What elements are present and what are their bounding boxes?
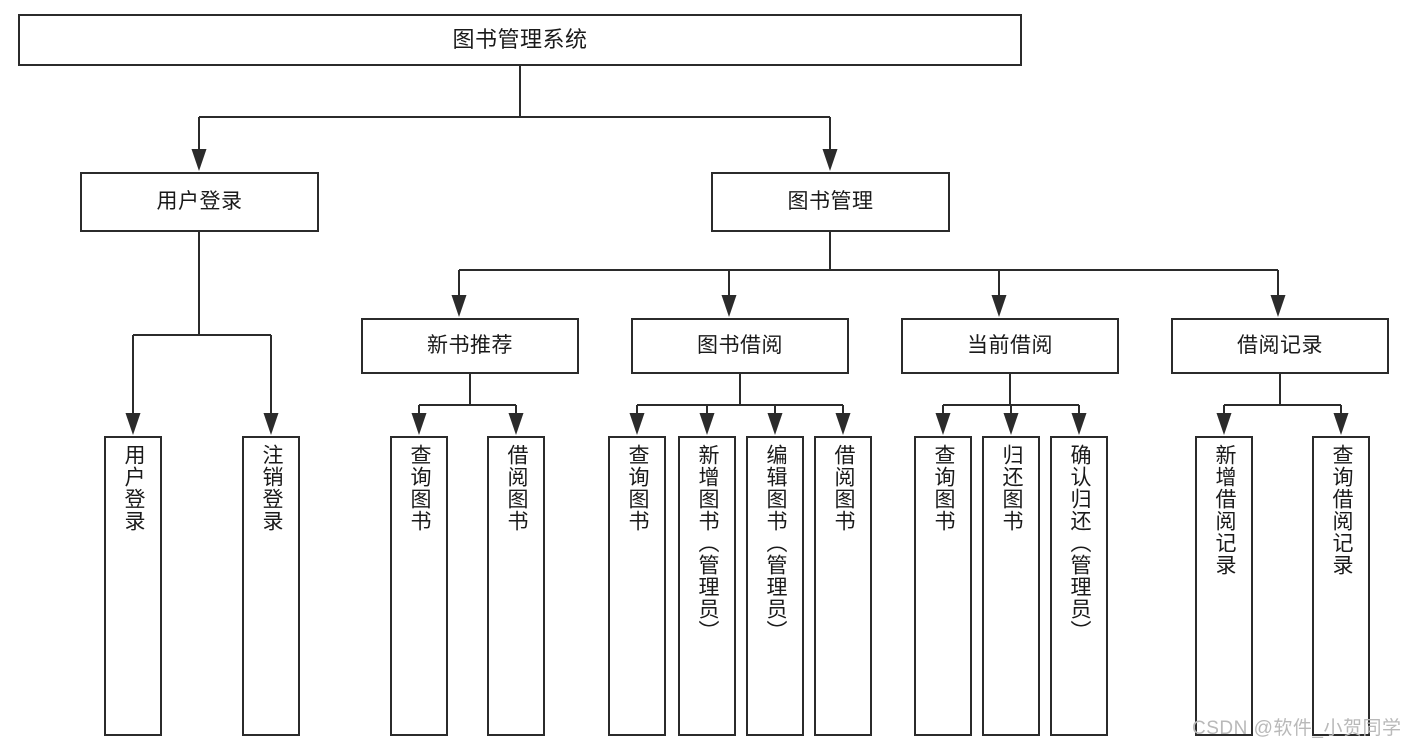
node-leaf-query-book-1[interactable]: 查询图书 bbox=[390, 436, 448, 736]
node-leaf-query-book-1-label: 查询图书 bbox=[408, 444, 432, 532]
node-leaf-add-record[interactable]: 新增借阅记录 bbox=[1195, 436, 1253, 736]
node-leaf-add-record-label: 新增借阅记录 bbox=[1213, 444, 1237, 576]
node-leaf-edit-book[interactable]: 编辑图书（管理员） bbox=[746, 436, 804, 736]
node-leaf-confirm-return[interactable]: 确认归还（管理员） bbox=[1050, 436, 1108, 736]
node-leaf-query-record-label: 查询借阅记录 bbox=[1330, 444, 1354, 576]
node-current-borrow-label: 当前借阅 bbox=[967, 333, 1053, 357]
node-leaf-user-logout[interactable]: 注销登录 bbox=[242, 436, 300, 736]
csdn-watermark: CSDN @软件_小贺同学 bbox=[1192, 718, 1402, 739]
node-leaf-add-book[interactable]: 新增图书（管理员） bbox=[678, 436, 736, 736]
node-book-borrow[interactable]: 图书借阅 bbox=[631, 318, 849, 374]
node-leaf-query-book-2[interactable]: 查询图书 bbox=[608, 436, 666, 736]
node-borrow-record-label: 借阅记录 bbox=[1237, 333, 1323, 357]
node-leaf-confirm-return-label: 确认归还（管理员） bbox=[1068, 444, 1092, 642]
node-leaf-query-book-3-label: 查询图书 bbox=[932, 444, 956, 532]
node-leaf-user-login[interactable]: 用户登录 bbox=[104, 436, 162, 736]
node-root-label: 图书管理系统 bbox=[452, 27, 588, 53]
node-leaf-query-book-2-label: 查询图书 bbox=[626, 444, 650, 532]
node-leaf-query-book-3[interactable]: 查询图书 bbox=[914, 436, 972, 736]
node-leaf-borrow-book-2[interactable]: 借阅图书 bbox=[814, 436, 872, 736]
node-leaf-query-record[interactable]: 查询借阅记录 bbox=[1312, 436, 1370, 736]
node-book-manage[interactable]: 图书管理 bbox=[711, 172, 950, 232]
node-borrow-record[interactable]: 借阅记录 bbox=[1171, 318, 1389, 374]
node-book-borrow-label: 图书借阅 bbox=[697, 333, 783, 357]
node-current-borrow[interactable]: 当前借阅 bbox=[901, 318, 1119, 374]
node-leaf-return-book[interactable]: 归还图书 bbox=[982, 436, 1040, 736]
node-leaf-add-book-label: 新增图书（管理员） bbox=[696, 444, 720, 642]
node-leaf-edit-book-label: 编辑图书（管理员） bbox=[764, 444, 788, 642]
node-leaf-borrow-book-1-label: 借阅图书 bbox=[505, 444, 529, 532]
node-leaf-user-login-label: 用户登录 bbox=[122, 444, 146, 532]
node-book-manage-label: 图书管理 bbox=[787, 189, 874, 213]
node-user-login[interactable]: 用户登录 bbox=[80, 172, 319, 232]
node-new-book-recommend[interactable]: 新书推荐 bbox=[361, 318, 579, 374]
node-leaf-borrow-book-2-label: 借阅图书 bbox=[832, 444, 856, 532]
node-user-login-label: 用户登录 bbox=[156, 189, 243, 213]
node-root[interactable]: 图书管理系统 bbox=[18, 14, 1022, 66]
node-leaf-return-book-label: 归还图书 bbox=[1000, 444, 1024, 532]
node-leaf-user-logout-label: 注销登录 bbox=[260, 444, 284, 532]
node-leaf-borrow-book-1[interactable]: 借阅图书 bbox=[487, 436, 545, 736]
node-new-book-recommend-label: 新书推荐 bbox=[427, 333, 513, 357]
